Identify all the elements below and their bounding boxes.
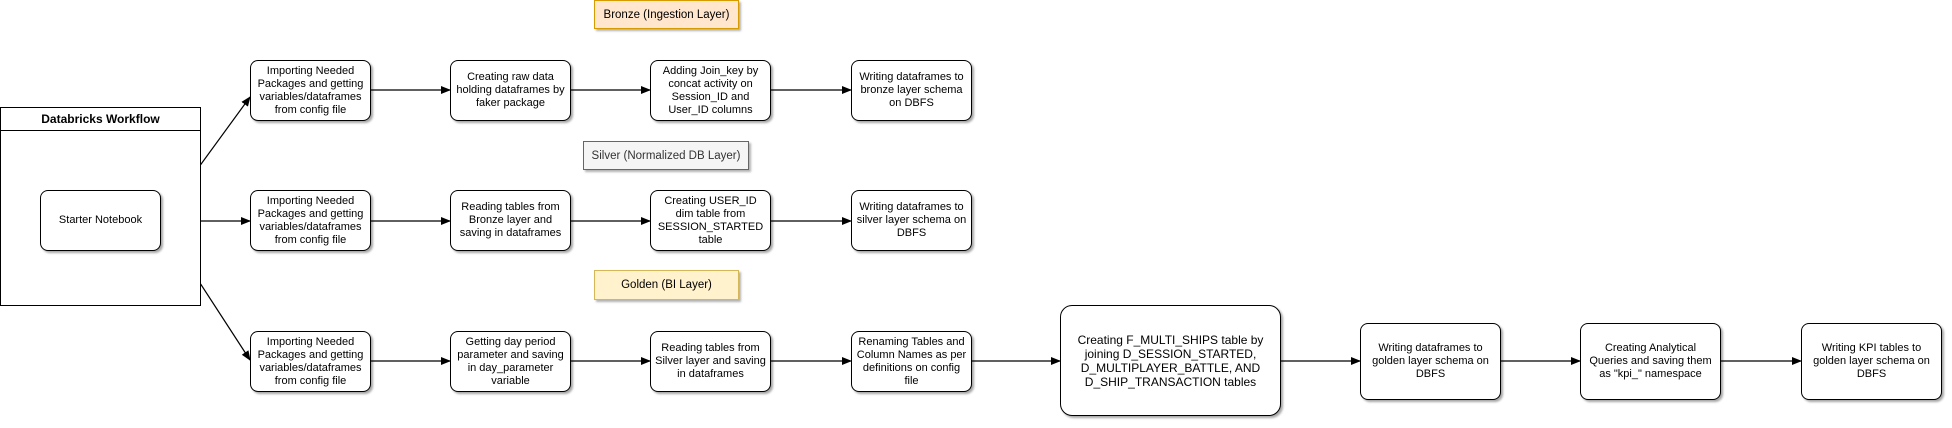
bronze-step-1[interactable]: Importing Needed Packages and getting va… — [250, 60, 371, 121]
workflow-title: Databricks Workflow — [1, 108, 200, 131]
silver-step-3[interactable]: Creating USER_ID dim table from SESSION_… — [650, 190, 771, 251]
golden-step-7[interactable]: Creating Analytical Queries and saving t… — [1580, 323, 1721, 400]
golden-step-8[interactable]: Writing KPI tables to golden layer schem… — [1801, 323, 1942, 400]
silver-step-1[interactable]: Importing Needed Packages and getting va… — [250, 190, 371, 251]
golden-step-4[interactable]: Renaming Tables and Column Names as per … — [851, 331, 972, 392]
silver-layer-label: Silver (Normalized DB Layer) — [583, 141, 749, 170]
bronze-step-2[interactable]: Creating raw data holding dataframes by … — [450, 60, 571, 121]
golden-step-1[interactable]: Importing Needed Packages and getting va… — [250, 331, 371, 392]
bronze-layer-label: Bronze (Ingestion Layer) — [594, 0, 739, 29]
bronze-step-4[interactable]: Writing dataframes to bronze layer schem… — [851, 60, 972, 121]
starter-notebook-node[interactable]: Starter Notebook — [40, 190, 161, 251]
golden-step-3[interactable]: Reading tables from Silver layer and sav… — [650, 331, 771, 392]
silver-step-2[interactable]: Reading tables from Bronze layer and sav… — [450, 190, 571, 251]
golden-step-5[interactable]: Creating F_MULTI_SHIPS table by joining … — [1060, 305, 1281, 416]
bronze-step-3[interactable]: Adding Join_key by concat activity on Se… — [650, 60, 771, 121]
silver-step-4[interactable]: Writing dataframes to silver layer schem… — [851, 190, 972, 251]
golden-step-2[interactable]: Getting day period parameter and saving … — [450, 331, 571, 392]
golden-step-6[interactable]: Writing dataframes to golden layer schem… — [1360, 323, 1501, 400]
golden-layer-label: Golden (BI Layer) — [594, 270, 739, 300]
